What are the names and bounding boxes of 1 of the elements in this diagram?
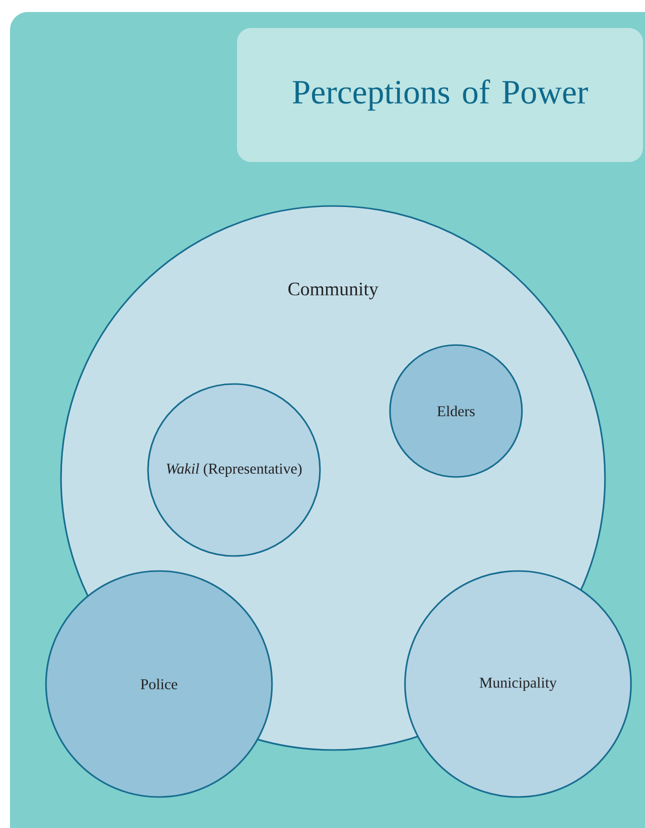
title-box: Perceptions of Power bbox=[237, 28, 643, 162]
